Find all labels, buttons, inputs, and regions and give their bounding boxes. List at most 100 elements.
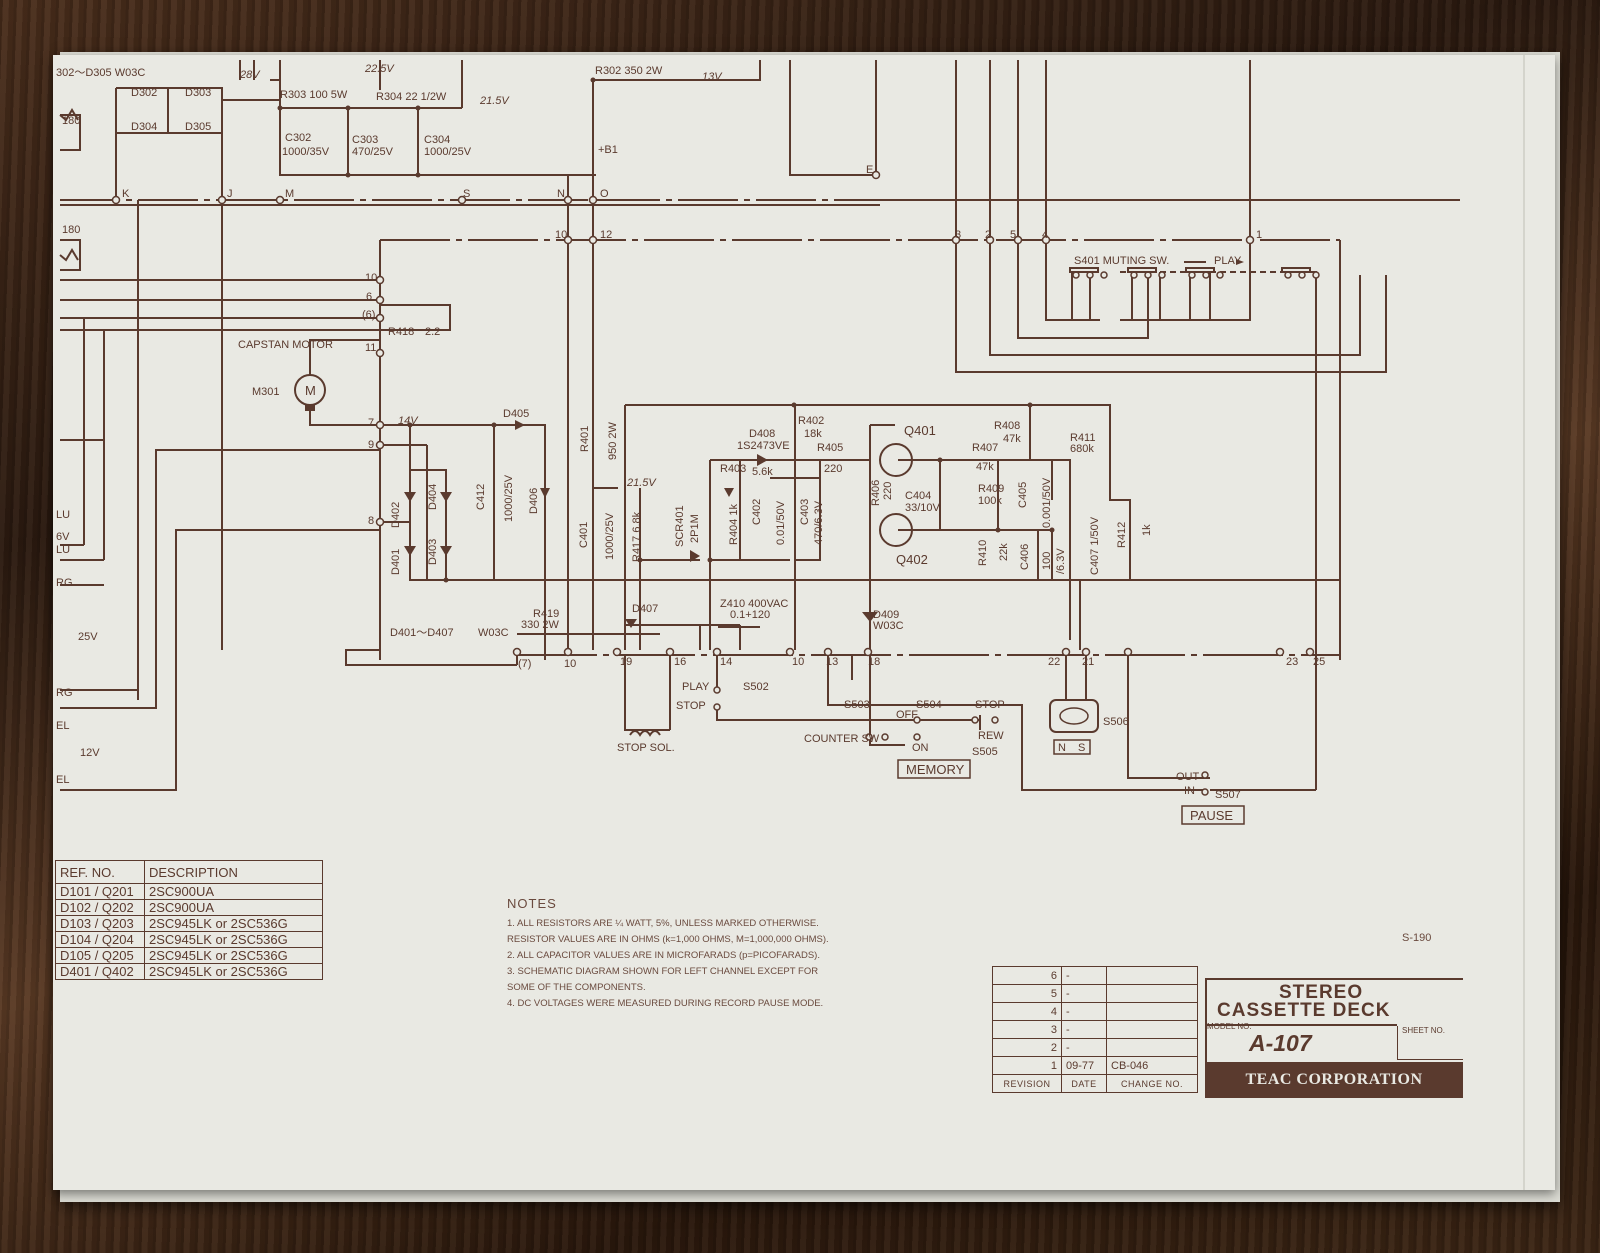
voltage-14v-label: 14V <box>398 415 419 427</box>
s505-stop-label: STOP <box>975 699 1005 711</box>
d409-label: D409 <box>873 609 899 621</box>
c404-value: 33/10V <box>905 502 941 514</box>
d408-label: D408 <box>749 428 775 440</box>
ref-cell: D401 / Q402 <box>55 963 145 980</box>
stop-sol-label: STOP SOL. <box>617 742 675 754</box>
node-6p: (6) <box>362 309 375 321</box>
notes-block: NOTES 1. ALL RESISTORS ARE ¼ WATT, 5%, U… <box>507 896 829 1012</box>
node-12: 12 <box>600 229 612 241</box>
rev-change: CB-046 <box>1106 1056 1198 1075</box>
voltage-21-5v-b-label: 21.5V <box>626 477 657 489</box>
r410-label: R410 <box>977 540 989 566</box>
b1-label: +B1 <box>598 144 618 156</box>
r401-label: R401 <box>579 426 591 452</box>
ref-cell: D105 / Q205 <box>55 947 145 964</box>
q401-label: Q401 <box>904 423 936 438</box>
d403-label: D403 <box>427 539 439 565</box>
r406-label: R406 <box>870 480 882 506</box>
s506-s-label: S <box>1078 742 1085 754</box>
desc-cell: 2SC945LK or 2SC536G <box>144 915 323 932</box>
node-5: 5 <box>1010 229 1016 241</box>
d405-label: D405 <box>503 408 529 420</box>
node-4: 4 <box>1042 229 1048 241</box>
node-labels: K J M S N O E 10 12 3 2 5 4 1 10 6 (6) 1… <box>122 164 1325 670</box>
ref-no-header: REF. NO. <box>55 860 145 884</box>
node-25: 25 <box>1313 656 1325 668</box>
node-7: 7 <box>368 417 374 429</box>
r419-label: R419 <box>533 608 559 620</box>
c407-label: C407 1/50V <box>1089 516 1101 575</box>
c405-label: C405 <box>1017 482 1029 508</box>
left-lu-label: LU <box>56 509 70 521</box>
r418-label: R418 <box>388 326 414 338</box>
voltage-22-5v-label: 22.5V <box>364 63 395 75</box>
r411-value: 680k <box>1070 443 1094 455</box>
left-rg-label: RG <box>56 577 73 589</box>
pause-label: PAUSE <box>1190 808 1233 823</box>
solenoid <box>629 730 661 737</box>
s401-contacts <box>1069 259 1320 279</box>
revision-row: 4- <box>992 1002 1198 1021</box>
d304-label: D304 <box>131 121 157 133</box>
voltage-21-5v-label: 21.5V <box>479 95 510 107</box>
c403-value: 470/6.3V <box>813 500 825 545</box>
r403-label: R403 <box>720 463 746 475</box>
title-block: STEREO CASSETTE DECK MODEL NO. A-107 SHE… <box>1205 978 1463 1098</box>
node-o: O <box>600 188 609 200</box>
desc-cell: 2SC945LK or 2SC536G <box>144 963 323 980</box>
c304-label: C304 <box>424 134 450 146</box>
bridge-diodes <box>404 420 550 556</box>
r409-value: 100k <box>978 495 1002 507</box>
c302-label: C302 <box>285 132 311 144</box>
node-2: 2 <box>985 229 991 241</box>
s505-label: S505 <box>972 746 998 758</box>
note-line: SOME OF THE COMPONENTS. <box>507 982 646 993</box>
node-22: 22 <box>1048 656 1060 668</box>
r412-value: 1k <box>1141 524 1153 536</box>
capstan-motor-label: CAPSTAN MOTOR <box>238 339 333 351</box>
pause-box <box>1181 805 1245 825</box>
note-line: RESISTOR VALUES ARE IN OHMS (k=1,000 OHM… <box>507 934 829 945</box>
rev-change <box>1106 984 1198 1003</box>
node-j: J <box>227 188 233 200</box>
m301-label: M301 <box>252 386 280 398</box>
rev-date: - <box>1061 1038 1107 1057</box>
sheet-fold <box>1523 55 1525 1190</box>
c404-label: C404 <box>905 490 931 502</box>
c303-value: 470/25V <box>352 146 394 158</box>
node-10a: 10 <box>555 229 567 241</box>
memory-box <box>897 759 971 779</box>
r411-label: R411 <box>1070 432 1095 444</box>
r410-value: 22k <box>998 543 1010 561</box>
title-left-rule <box>1205 978 1207 1098</box>
rev-number: 5 <box>992 984 1062 1003</box>
desc-cell: 2SC945LK or 2SC536G <box>144 931 323 948</box>
ns-box <box>1053 739 1091 755</box>
rev-change <box>1106 1038 1198 1057</box>
node-10b: 10 <box>365 272 377 284</box>
w03c-label: W03C <box>478 627 509 639</box>
r403-value: 5.6k <box>752 466 773 478</box>
r304-label: R304 22 1/2W <box>376 91 447 103</box>
s507-in-label: IN <box>1184 785 1195 797</box>
connection-nodes <box>111 77 1315 657</box>
rev-change <box>1106 1020 1198 1039</box>
node-6: 6 <box>366 291 372 303</box>
scr401-label: SCR401 <box>674 505 686 547</box>
title-line-2: CASSETTE DECK <box>1217 1000 1391 1021</box>
desc-cell: 2SC900UA <box>144 883 323 900</box>
note-line: 4. DC VOLTAGES WERE MEASURED DURING RECO… <box>507 998 824 1009</box>
s504-on-label: ON <box>912 742 929 754</box>
component-labels: S401 MUTING SW. PLAY R418 2.2 CAPSTAN MO… <box>56 255 1242 786</box>
capstan-motor <box>294 374 326 411</box>
left-lu2-label: LU <box>56 544 70 556</box>
r401-value: 950 2W <box>607 421 619 460</box>
d406-label: D406 <box>528 488 540 514</box>
memory-label: MEMORY <box>906 762 965 777</box>
